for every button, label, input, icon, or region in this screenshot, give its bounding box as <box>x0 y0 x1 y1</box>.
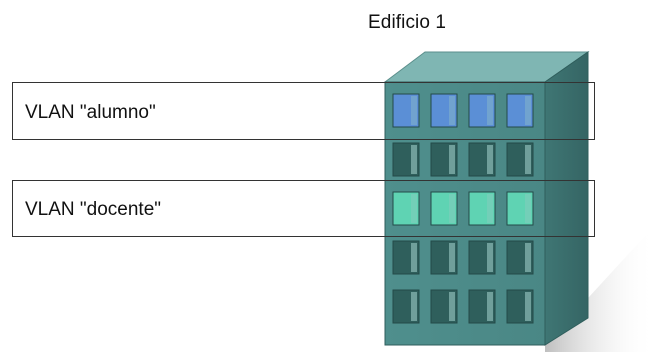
vlan-alumno-box <box>12 82 595 140</box>
window-reflection <box>487 194 493 223</box>
building-window-docente <box>430 191 458 226</box>
building-window-alumno <box>430 93 458 128</box>
window-reflection <box>449 243 455 272</box>
building-window-alumno <box>506 93 534 128</box>
window-reflection <box>411 292 417 321</box>
window-reflection <box>449 145 455 174</box>
window-reflection <box>449 96 455 125</box>
window-reflection <box>487 96 493 125</box>
window-reflection <box>411 96 417 125</box>
window-reflection <box>487 243 493 272</box>
vlan-docente-box <box>12 180 595 237</box>
building-window-docente <box>468 191 496 226</box>
window-reflection <box>525 194 531 223</box>
window-reflection <box>449 194 455 223</box>
building-windows <box>392 93 534 324</box>
window-reflection <box>411 194 417 223</box>
building-window-docente <box>392 191 420 226</box>
window-reflection <box>525 96 531 125</box>
building-window-docente <box>506 191 534 226</box>
window-reflection <box>449 292 455 321</box>
window-reflection <box>525 292 531 321</box>
window-reflection <box>487 292 493 321</box>
window-reflection <box>487 145 493 174</box>
vlan-alumno-label: VLAN "alumno" <box>25 102 156 123</box>
window-reflection <box>525 243 531 272</box>
building-window-alumno <box>392 93 420 128</box>
vlan-docente-label: VLAN "docente" <box>25 199 162 220</box>
building-title: Edificio 1 <box>368 12 447 33</box>
window-reflection <box>411 243 417 272</box>
building-window-alumno <box>468 93 496 128</box>
window-reflection <box>411 145 417 174</box>
window-reflection <box>525 145 531 174</box>
